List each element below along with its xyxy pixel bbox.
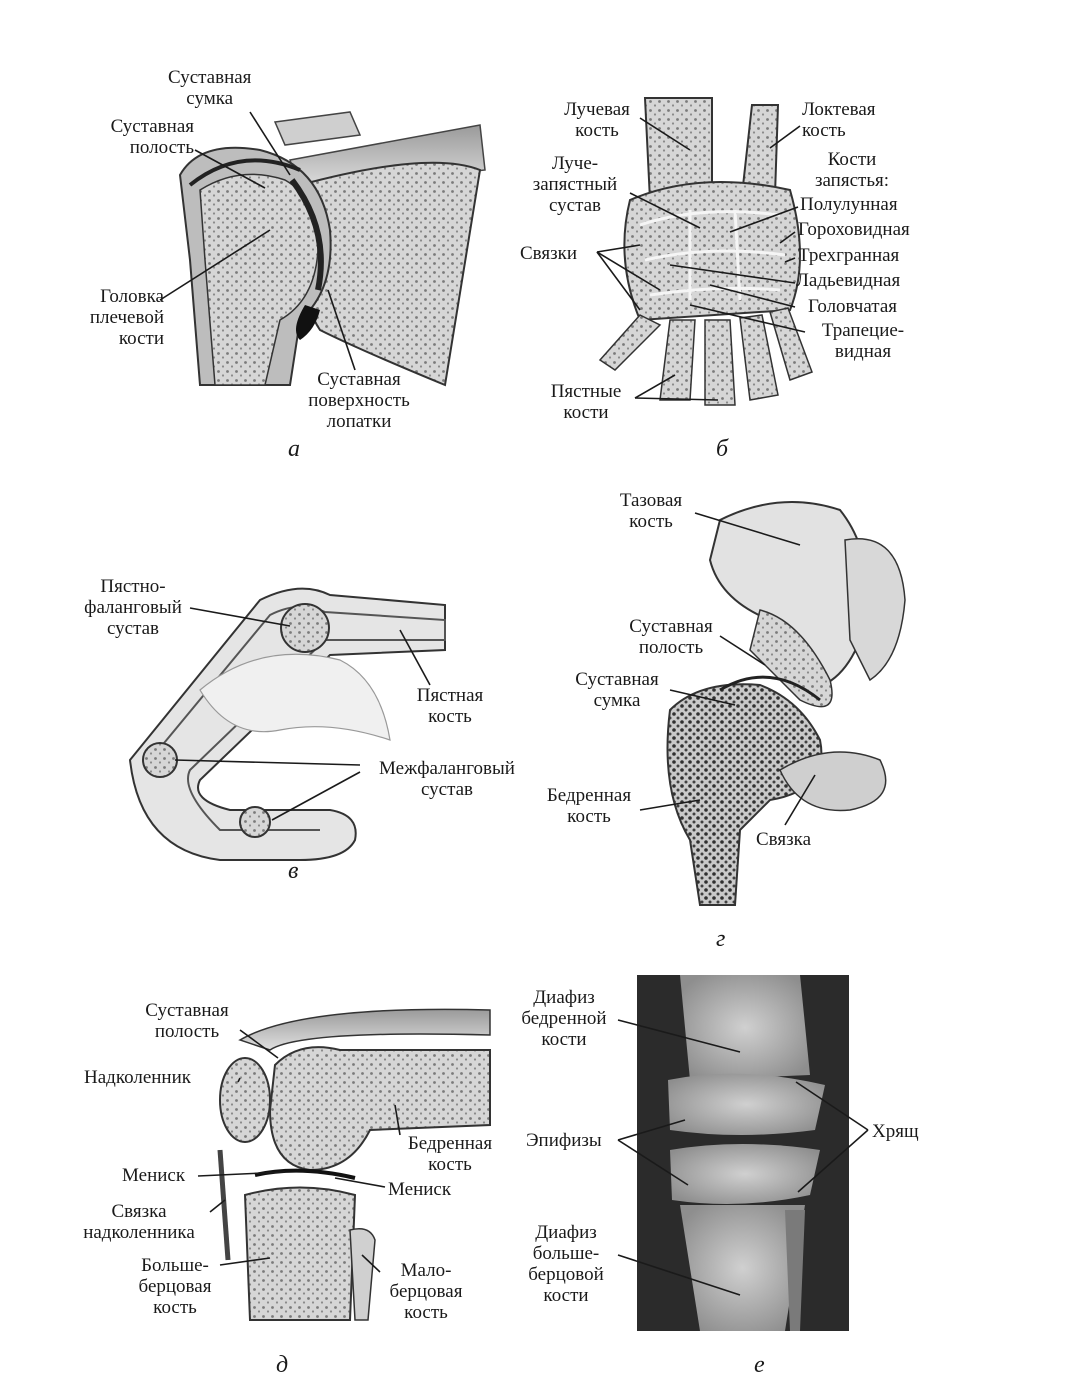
label-b-ulna: Локтевая кость [802,99,876,141]
panel-d-knee [217,1008,491,1321]
label-d-meniscus-right: Мениск [388,1179,452,1200]
label-a-cavity: Суставная полость [110,116,194,158]
caption-a: а [288,436,300,462]
label-e-cartilage: Хрящ [872,1121,919,1142]
label-b-metacarpals: Пястные кости [550,381,622,423]
label-v-mcp-joint: Пястно- фаланговый сустав [84,576,182,639]
caption-v: в [288,858,299,884]
label-b-scaphoid: Ладьевидная [796,270,901,291]
panel-a-shoulder [178,111,486,387]
label-b-carpals-heading: Кости запястья: [814,149,889,191]
label-a-capsule: Суставная сумка [168,67,252,109]
label-b-triquetrum: Трехгранная [798,245,900,266]
label-e-femur-shaft: Диафиз бедренной кости [521,987,607,1050]
label-g-femur: Бедренная кость [546,785,632,827]
label-b-capitate: Головчатая [808,296,897,317]
leader-lines [159,111,869,1296]
label-d-femur: Бедренная кость [407,1133,493,1175]
label-g-pelvis: Тазовая кость [619,490,683,532]
panel-g-hip [666,501,906,906]
label-d-tibia: Больше- берцовая кость [138,1255,212,1318]
label-g-cavity: Суставная полость [629,616,713,658]
label-v-ip-joint: Межфаланговый сустав [379,758,515,800]
label-d-cavity: Суставная полость [145,1000,229,1042]
caption-b: б [716,436,729,462]
label-e-tibia-shaft: Диафиз больше- берцовой кости [528,1222,604,1306]
label-b-radius: Лучевая кость [564,99,630,141]
panel-b-wrist [598,97,813,406]
caption-e: е [754,1352,765,1378]
label-b-trapezium: Трапецие- видная [821,320,905,362]
caption-d: д [276,1352,289,1378]
label-g-capsule: Суставная сумка [575,669,659,711]
label-v-metacarpal: Пястная кость [416,685,484,727]
panel-e-xray [637,975,849,1331]
label-b-ligaments: Связки [520,243,578,264]
panel-v-finger [128,587,446,861]
label-b-wrist-joint: Луче- запястный сустав [532,153,618,216]
label-d-fibula: Мало- берцовая кость [389,1260,463,1323]
label-a-humerus-head: Головка плечевой кости [89,286,164,349]
label-a-scapula-surface: Суставная поверхность лопатки [308,369,410,432]
label-d-patellar-ligament: Связка надколенника [83,1201,195,1243]
label-d-patella: Надколенник [84,1067,191,1088]
label-d-meniscus-left: Мениск [122,1165,186,1186]
caption-g: г [716,926,726,952]
label-b-lunate: Полулунная [800,194,898,215]
label-b-pisiform: Гороховидная [798,219,910,240]
label-g-ligament: Связка [756,829,812,850]
label-e-epiphyses: Эпифизы [526,1130,602,1151]
